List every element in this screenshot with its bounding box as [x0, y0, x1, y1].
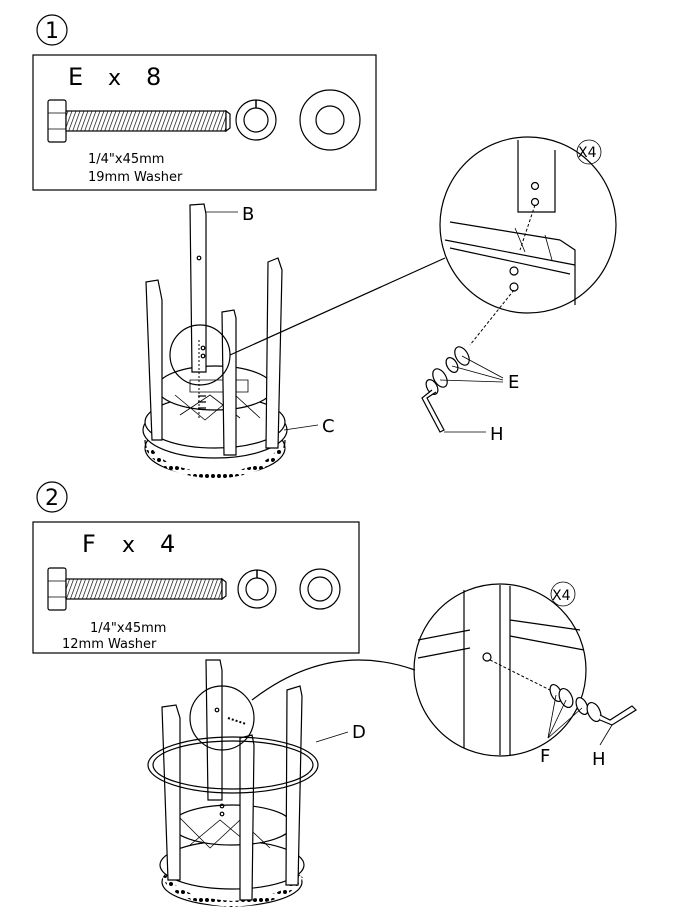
label-d: D — [352, 722, 366, 743]
step-2-part-code: F — [82, 530, 96, 558]
step-2-number-circle — [36, 481, 68, 513]
label-h-step-1: H — [490, 424, 504, 445]
step-2-multiplier: x — [122, 533, 135, 558]
step-2-number: 2 — [45, 486, 59, 511]
zoom-detail-step-2: X4 — [413, 581, 637, 757]
step-2-bolt-spec: 1/4"x45mm — [90, 621, 166, 636]
step-1: 1 E x 8 1/4"x45mm — [32, 14, 617, 480]
step-1-part-code: E — [68, 63, 83, 91]
step-2-washer-spec: 12mm Washer — [62, 637, 157, 652]
flat-washer-icon — [299, 89, 361, 151]
step-1-quantity: 8 — [146, 63, 161, 91]
label-b: B — [242, 204, 254, 225]
label-e: E — [508, 372, 519, 393]
stool-drawing-step-1 — [142, 203, 446, 480]
detail-callout-circle — [189, 685, 255, 751]
step-2: 2 F x 4 1/4"x45mm 12mm — [32, 481, 637, 908]
step-1-detail-multiplier: X4 — [578, 145, 597, 161]
step-1-number-circle — [36, 14, 68, 46]
step-1-bolt-spec: 1/4"x45mm — [88, 152, 164, 167]
step-1-washer-spec: 19mm Washer — [88, 170, 183, 185]
lock-washer-icon — [235, 99, 277, 141]
step-1-hardware-box: E x 8 1/4"x45mm 19mm Washer — [32, 54, 377, 191]
zoom-detail-step-1: X4 — [421, 136, 617, 433]
lock-washer-icon — [237, 569, 277, 609]
bolt-icon — [47, 99, 231, 143]
label-h-step-2: H — [592, 749, 606, 770]
step-1-number: 1 — [45, 19, 59, 44]
stool-drawing-step-2 — [147, 659, 416, 908]
step-1-multiplier: x — [108, 66, 121, 91]
bolt-icon — [47, 567, 227, 611]
label-f: F — [540, 746, 550, 767]
step-2-quantity: 4 — [160, 530, 175, 558]
step-2-detail-multiplier: X4 — [552, 588, 571, 604]
flat-washer-icon — [299, 568, 341, 610]
label-c: C — [322, 416, 335, 437]
step-2-hardware-box: F x 4 1/4"x45mm 12mm Washer — [32, 521, 360, 654]
